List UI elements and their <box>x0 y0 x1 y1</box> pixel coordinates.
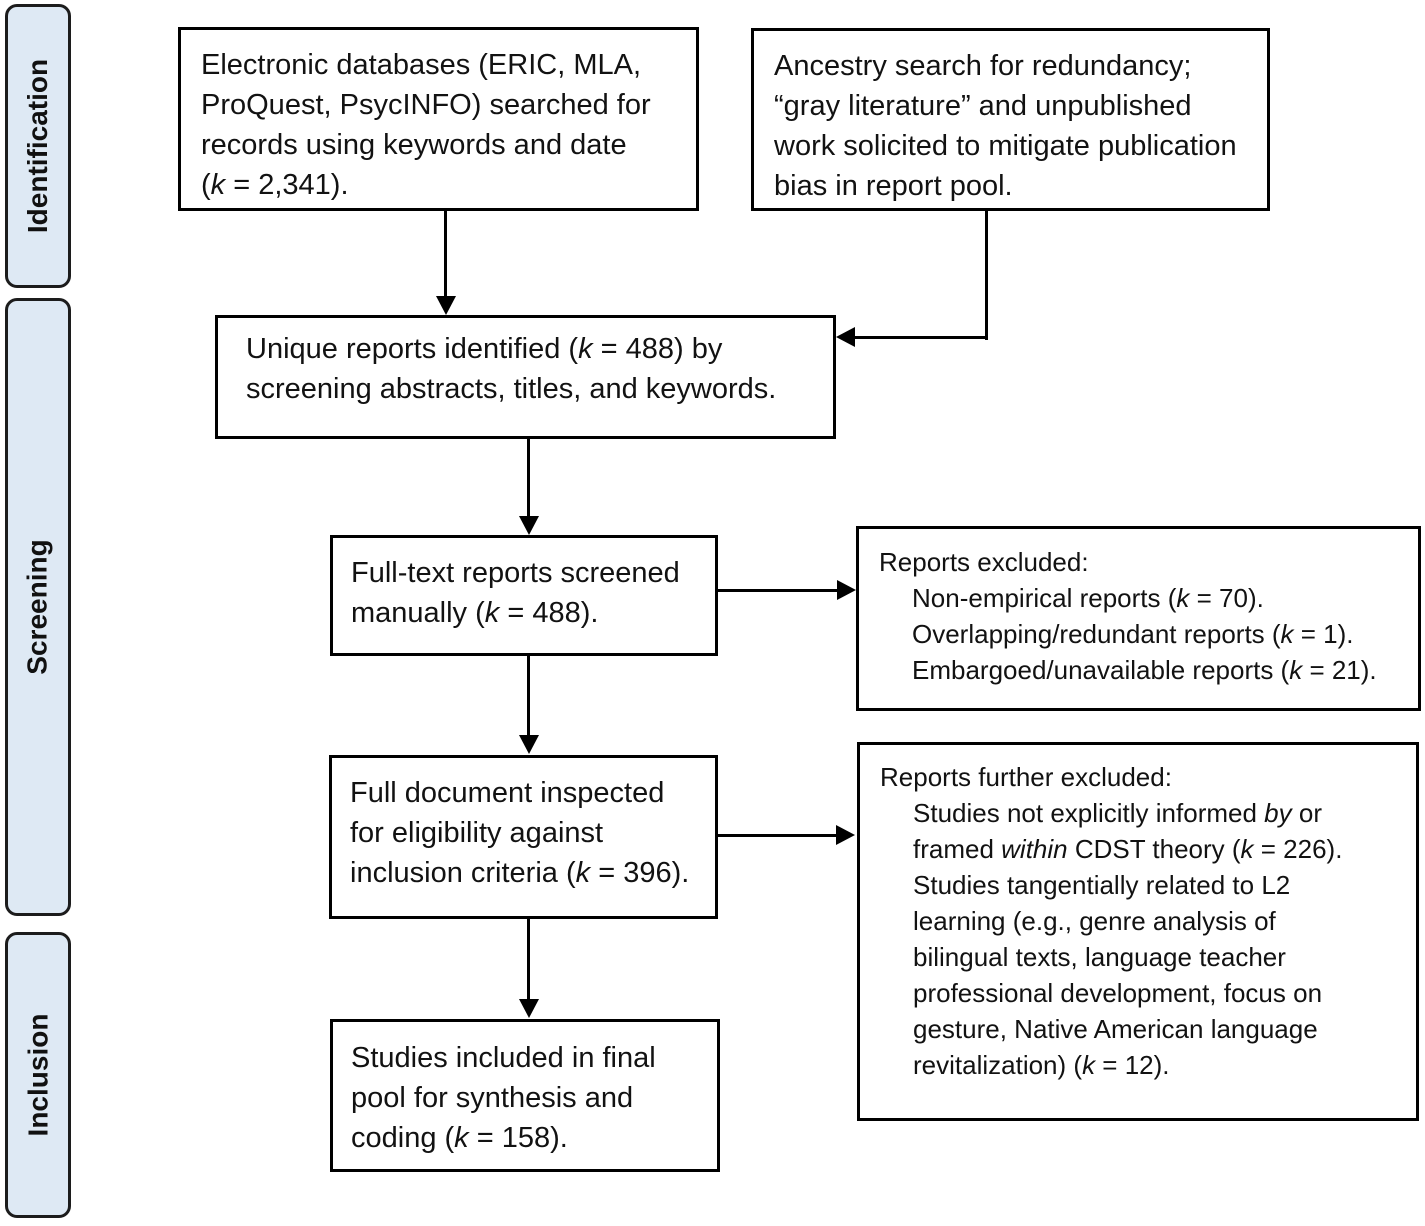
arrow-unique-to-fulltext-head-icon <box>519 516 539 535</box>
text-line: Full-text reports screened <box>351 557 680 589</box>
text-line: for eligibility against <box>350 817 604 849</box>
box-studies-included-text: Studies included in final pool for synthe… <box>351 1038 711 1158</box>
arrow-inspected-to-further-excluded-head-icon <box>836 825 855 845</box>
box-electronic-databases: Electronic databases (ERIC, MLA, ProQuest… <box>178 27 699 211</box>
text-line: bilingual texts, language teacher <box>913 942 1286 972</box>
text-line: Reports further excluded: <box>880 762 1172 792</box>
text-line: “gray literature” and unpublished <box>774 90 1192 122</box>
arrow-ancestry-to-unique-vline <box>985 210 988 340</box>
stage-label-identification: Identification <box>22 58 54 234</box>
arrow-databases-to-unique-line <box>444 210 447 298</box>
box-ancestry-search-text: Ancestry search for redundancy; “gray lit… <box>774 46 1259 206</box>
arrow-ancestry-to-unique-head-icon <box>836 327 855 347</box>
box-reports-further-excluded: Reports further excluded: Studies not exp… <box>857 742 1419 1121</box>
text-line: ProQuest, PsycINFO) searched for <box>201 89 651 121</box>
arrow-fulltext-to-inspected-line <box>527 655 530 737</box>
arrow-databases-to-unique-head-icon <box>436 296 456 315</box>
text-line: Embargoed/unavailable reports (k = 21). <box>912 655 1377 685</box>
stage-band-inclusion: Inclusion <box>5 932 71 1218</box>
arrow-fulltext-to-inspected-head-icon <box>519 735 539 754</box>
box-reports-excluded: Reports excluded: Non-empirical reports (… <box>856 526 1421 711</box>
stage-label-inclusion: Inclusion <box>22 1013 53 1137</box>
arrow-inspected-to-included-line <box>527 918 530 1001</box>
text-line: bias in report pool. <box>774 170 1013 202</box>
text-line: Non-empirical reports (k = 70). <box>912 583 1264 613</box>
text-line: Ancestry search for redundancy; <box>774 50 1192 82</box>
box-unique-reports: Unique reports identified (k = 488) by sc… <box>215 315 836 439</box>
text-line: professional development, focus on <box>913 978 1323 1008</box>
text-line: Full document inspected <box>350 777 665 809</box>
box-unique-reports-text: Unique reports identified (k = 488) by sc… <box>246 329 825 409</box>
text-line: coding (k = 158). <box>351 1122 568 1154</box>
arrow-inspected-to-included-head-icon <box>519 999 539 1018</box>
arrow-inspected-to-further-excluded-line <box>717 834 838 837</box>
box-full-document-inspected: Full document inspected for eligibility a… <box>329 755 718 919</box>
box-reports-excluded-text: Reports excluded: Non-empirical reports (… <box>879 544 1412 688</box>
box-full-document-inspected-text: Full document inspected for eligibility a… <box>350 773 709 893</box>
box-studies-included: Studies included in final pool for synthe… <box>330 1019 720 1172</box>
text-line: manually (k = 488). <box>351 597 599 629</box>
text-line: gesture, Native American language <box>913 1014 1318 1044</box>
text-line: Overlapping/redundant reports (k = 1). <box>912 619 1354 649</box>
stage-label-screening: Screening <box>22 539 54 675</box>
arrow-ancestry-to-unique-hline <box>854 336 988 339</box>
stage-band-screening: Screening <box>5 298 71 916</box>
text-line: work solicited to mitigate publication <box>774 130 1237 162</box>
arrow-fulltext-to-excluded-line <box>717 589 839 592</box>
box-fulltext-screened: Full-text reports screened manually (k = … <box>330 535 718 656</box>
text-line: revitalization) (k = 12). <box>913 1050 1170 1080</box>
text-line: framed within CDST theory (k = 226). <box>913 834 1343 864</box>
text-line: pool for synthesis and <box>351 1082 634 1114</box>
box-reports-further-excluded-text: Reports further excluded: Studies not exp… <box>880 759 1410 1083</box>
text-line: Studies not explicitly informed by or <box>913 798 1322 828</box>
text-line: Reports excluded: <box>879 547 1089 577</box>
text-line: Unique reports identified (k = 488) by <box>246 333 723 365</box>
text-line: screening abstracts, titles, and keyword… <box>246 373 777 405</box>
box-electronic-databases-text: Electronic databases (ERIC, MLA, ProQuest… <box>201 45 688 205</box>
box-ancestry-search: Ancestry search for redundancy; “gray lit… <box>751 28 1270 211</box>
text-line: Studies included in final <box>351 1042 656 1074</box>
arrow-unique-to-fulltext-line <box>527 438 530 518</box>
text-line: records using keywords and date <box>201 129 627 161</box>
text-line: learning (e.g., genre analysis of <box>913 906 1276 936</box>
text-line: Studies tangentially related to L2 <box>913 870 1291 900</box>
text-line: (k = 2,341). <box>201 169 349 201</box>
stage-band-identification: Identification <box>5 4 71 288</box>
text-line: inclusion criteria (k = 396). <box>350 857 690 889</box>
arrow-fulltext-to-excluded-head-icon <box>837 580 856 600</box>
text-line: Electronic databases (ERIC, MLA, <box>201 49 642 81</box>
box-fulltext-screened-text: Full-text reports screened manually (k = … <box>351 553 709 633</box>
